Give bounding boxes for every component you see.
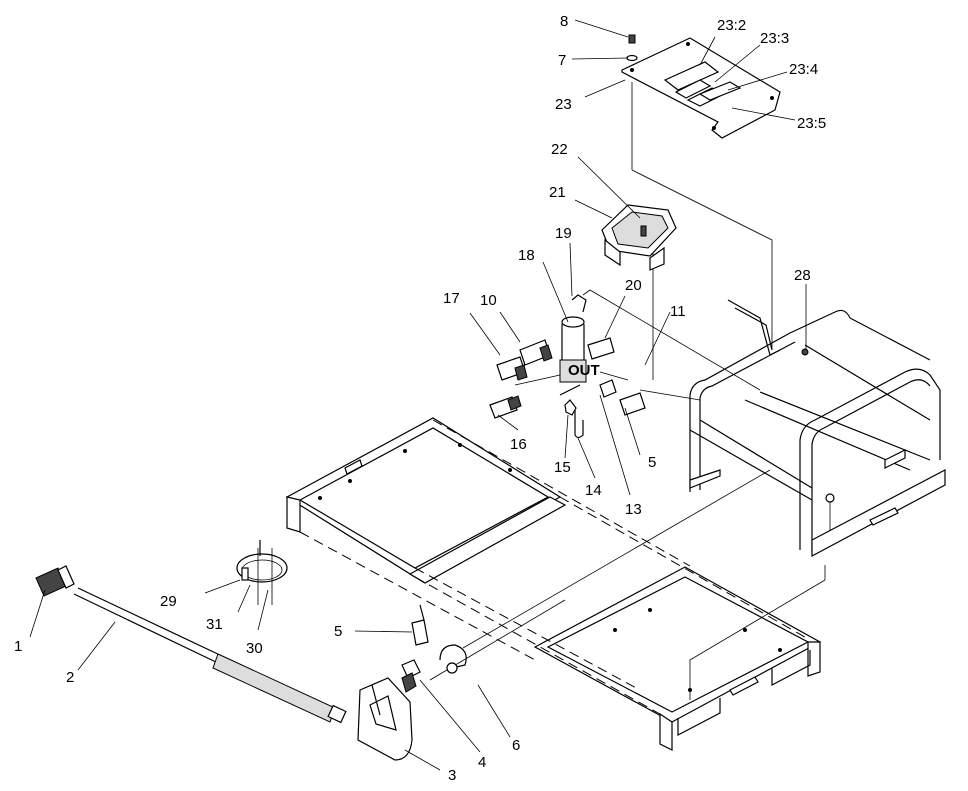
callout-1: 1 bbox=[14, 638, 22, 655]
callout-20: 20 bbox=[625, 277, 642, 294]
base-frame bbox=[285, 417, 822, 751]
callout-14: 14 bbox=[585, 482, 602, 499]
callout-31: 31 bbox=[206, 616, 223, 633]
callout-23-2: 23:2 bbox=[717, 17, 746, 34]
part-clip bbox=[439, 644, 467, 674]
callout-22: 22 bbox=[551, 141, 568, 158]
assembly-lines bbox=[257, 82, 826, 700]
part-bracket bbox=[601, 204, 677, 271]
part-washer bbox=[626, 54, 638, 62]
callout-labels: 1 2 3 4 5 5 6 7 8 10 11 13 14 15 16 17 1… bbox=[14, 13, 826, 784]
callout-23: 23 bbox=[555, 96, 572, 113]
callout-7: 7 bbox=[558, 52, 566, 69]
callout-23-4: 23:4 bbox=[789, 61, 818, 78]
callout-16: 16 bbox=[510, 436, 527, 453]
callout-2: 2 bbox=[66, 669, 74, 686]
callout-6: 6 bbox=[512, 737, 520, 754]
part-wand bbox=[73, 587, 347, 724]
part-swivel bbox=[401, 659, 421, 693]
callout-11: 11 bbox=[670, 303, 686, 320]
callout-23-3: 23:3 bbox=[760, 30, 789, 47]
callout-17: 17 bbox=[443, 290, 460, 307]
roll-cage-frame bbox=[689, 299, 946, 558]
part-manifold-assembly: OUT bbox=[489, 294, 646, 439]
part-hose-holder bbox=[236, 540, 288, 583]
callout-23-5: 23:5 bbox=[797, 115, 826, 132]
callout-5-manifold: 5 bbox=[648, 454, 656, 471]
callout-28: 28 bbox=[794, 267, 811, 284]
callout-29: 29 bbox=[160, 593, 177, 610]
part-hose-fitting-left bbox=[411, 604, 429, 646]
manifold-out-mark: OUT bbox=[568, 362, 600, 379]
callout-15: 15 bbox=[554, 459, 571, 476]
part-screw bbox=[628, 34, 636, 44]
part-spray-gun bbox=[357, 677, 413, 761]
callout-21: 21 bbox=[549, 184, 566, 201]
callout-18: 18 bbox=[518, 247, 535, 264]
callout-5-hose: 5 bbox=[334, 623, 342, 640]
part-nozzle bbox=[35, 565, 75, 597]
part-cover-plate bbox=[621, 37, 781, 139]
callout-19: 19 bbox=[555, 225, 572, 242]
callout-10: 10 bbox=[480, 292, 497, 309]
callout-13: 13 bbox=[625, 501, 642, 518]
callout-8: 8 bbox=[560, 13, 568, 30]
callout-3: 3 bbox=[448, 767, 456, 784]
leader-lines bbox=[29, 19, 807, 771]
callout-30: 30 bbox=[246, 640, 263, 657]
callout-4: 4 bbox=[478, 754, 486, 771]
